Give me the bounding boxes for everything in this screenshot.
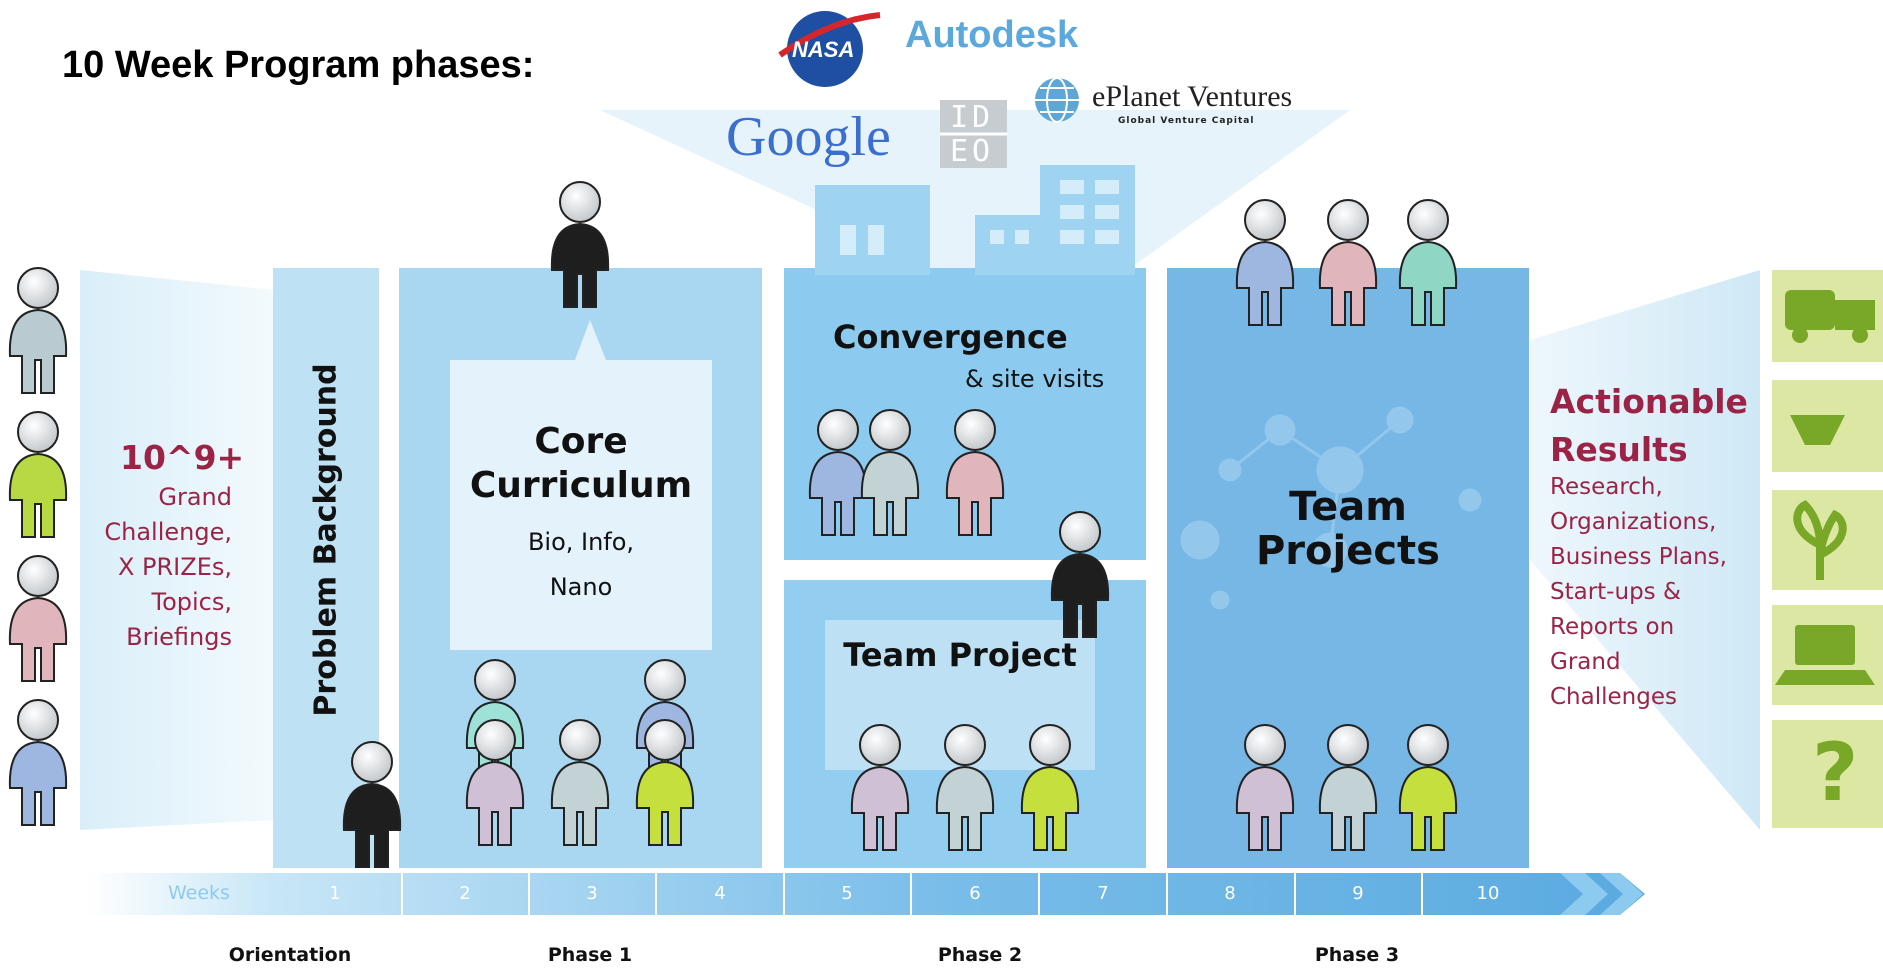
phase-label: Orientation [228, 944, 352, 966]
week-number: 5 [841, 883, 853, 904]
phase-label: Phase 1 [547, 944, 633, 966]
student-figure [935, 724, 995, 851]
problem-background-label: Problem Background [308, 363, 344, 717]
team-project-label: Team Project [843, 636, 1077, 674]
core-title-line: Core [534, 421, 628, 462]
core-curriculum-title: Core Curriculum [450, 420, 712, 508]
molecule-decoration [1180, 406, 1482, 610]
nasa-logo-text: NASA [792, 37, 855, 62]
mentor-figure [1050, 511, 1110, 638]
student-figure [550, 719, 610, 846]
presenter-figure [342, 741, 402, 868]
core-curriculum-subtitle: Bio, Info, Nano [450, 520, 712, 610]
week-number: 6 [969, 883, 981, 904]
results-line: Grand [1550, 649, 1621, 675]
week-number: 7 [1097, 883, 1109, 904]
svg-text:?: ? [1812, 726, 1858, 819]
left-line: Topics, [151, 588, 233, 616]
week-number: 9 [1352, 883, 1364, 904]
student-figure [1020, 724, 1080, 851]
week-number: 1 [329, 883, 341, 904]
core-subtitle-line: Nano [549, 573, 613, 601]
left-big-number: 10^9+ [120, 438, 245, 477]
team-projects-title: Team Projects [1167, 485, 1529, 573]
left-line: Grand [158, 483, 232, 511]
results-title-line: Results [1550, 430, 1688, 469]
right-light-fan [1530, 270, 1760, 830]
results-line: Research, [1550, 474, 1663, 500]
actionable-results-title: Actionable Results [1550, 378, 1748, 474]
team-figure [1398, 199, 1458, 326]
phase-label: Phase 2 [937, 944, 1023, 966]
results-list: Research, Organizations, Business Plans,… [1550, 470, 1727, 715]
google-logo: Google [726, 106, 891, 168]
walker-figure [808, 409, 868, 536]
team-figure [1398, 724, 1458, 851]
weeks-label: Weeks [168, 882, 230, 904]
team-figure [1318, 724, 1378, 851]
team-projects-line: Team [1289, 484, 1407, 530]
walker-figure [945, 409, 1005, 536]
sponsor-light-fan [600, 110, 1350, 290]
week-number: 3 [586, 883, 598, 904]
week-number: 4 [714, 883, 726, 904]
results-line: Business Plans, [1550, 544, 1727, 570]
results-line: Organizations, [1550, 509, 1717, 535]
core-title-line: Curriculum [469, 465, 693, 506]
team-projects-line: Projects [1255, 528, 1440, 574]
results-line: Reports on [1550, 614, 1675, 640]
student-figure [635, 659, 695, 786]
page-title: 10 Week Program phases: [62, 44, 535, 86]
autodesk-logo: Autodesk [905, 14, 1079, 56]
core-subtitle-line: Bio, Info, [527, 528, 635, 556]
results-title-line: Actionable [1550, 382, 1748, 421]
walker-figure [8, 411, 68, 538]
eplanet-logo: ePlanet Ventures [1092, 80, 1293, 113]
week-number: 2 [459, 883, 471, 904]
results-line: Start-ups & [1550, 579, 1681, 605]
walker-figure [860, 409, 920, 536]
left-line: Briefings [126, 623, 232, 651]
site-visits-label: & site visits [965, 365, 1105, 393]
nasa-logo [787, 11, 863, 87]
ideo-logo-top: ID [950, 100, 995, 135]
walker-figure [8, 267, 68, 394]
team-figure [1235, 199, 1295, 326]
speaker-figure [550, 181, 610, 308]
left-light-fan [80, 270, 275, 830]
team-figure [1235, 724, 1295, 851]
result-icons [1772, 270, 1883, 828]
timeline-bar [85, 873, 1645, 915]
ideo-logo-bottom: EO [950, 134, 995, 169]
week-number: 10 [1476, 883, 1500, 904]
left-line: X PRIZEs, [117, 553, 232, 581]
student-figure [465, 719, 525, 846]
results-line: Challenges [1550, 684, 1677, 710]
student-figure [850, 724, 910, 851]
left-line: Challenge, [104, 518, 232, 546]
left-panel-text: Grand Challenge, X PRIZEs, Topics, Brief… [92, 480, 232, 655]
walker-figure [8, 699, 68, 826]
walker-figure [8, 555, 68, 682]
week-number: 8 [1224, 883, 1236, 904]
student-figure [635, 719, 695, 846]
convergence-label: Convergence [833, 318, 1068, 356]
phase-label: Phase 3 [1314, 944, 1400, 966]
team-figure [1318, 199, 1378, 326]
eplanet-tagline: Global Venture Capital [1118, 116, 1255, 126]
